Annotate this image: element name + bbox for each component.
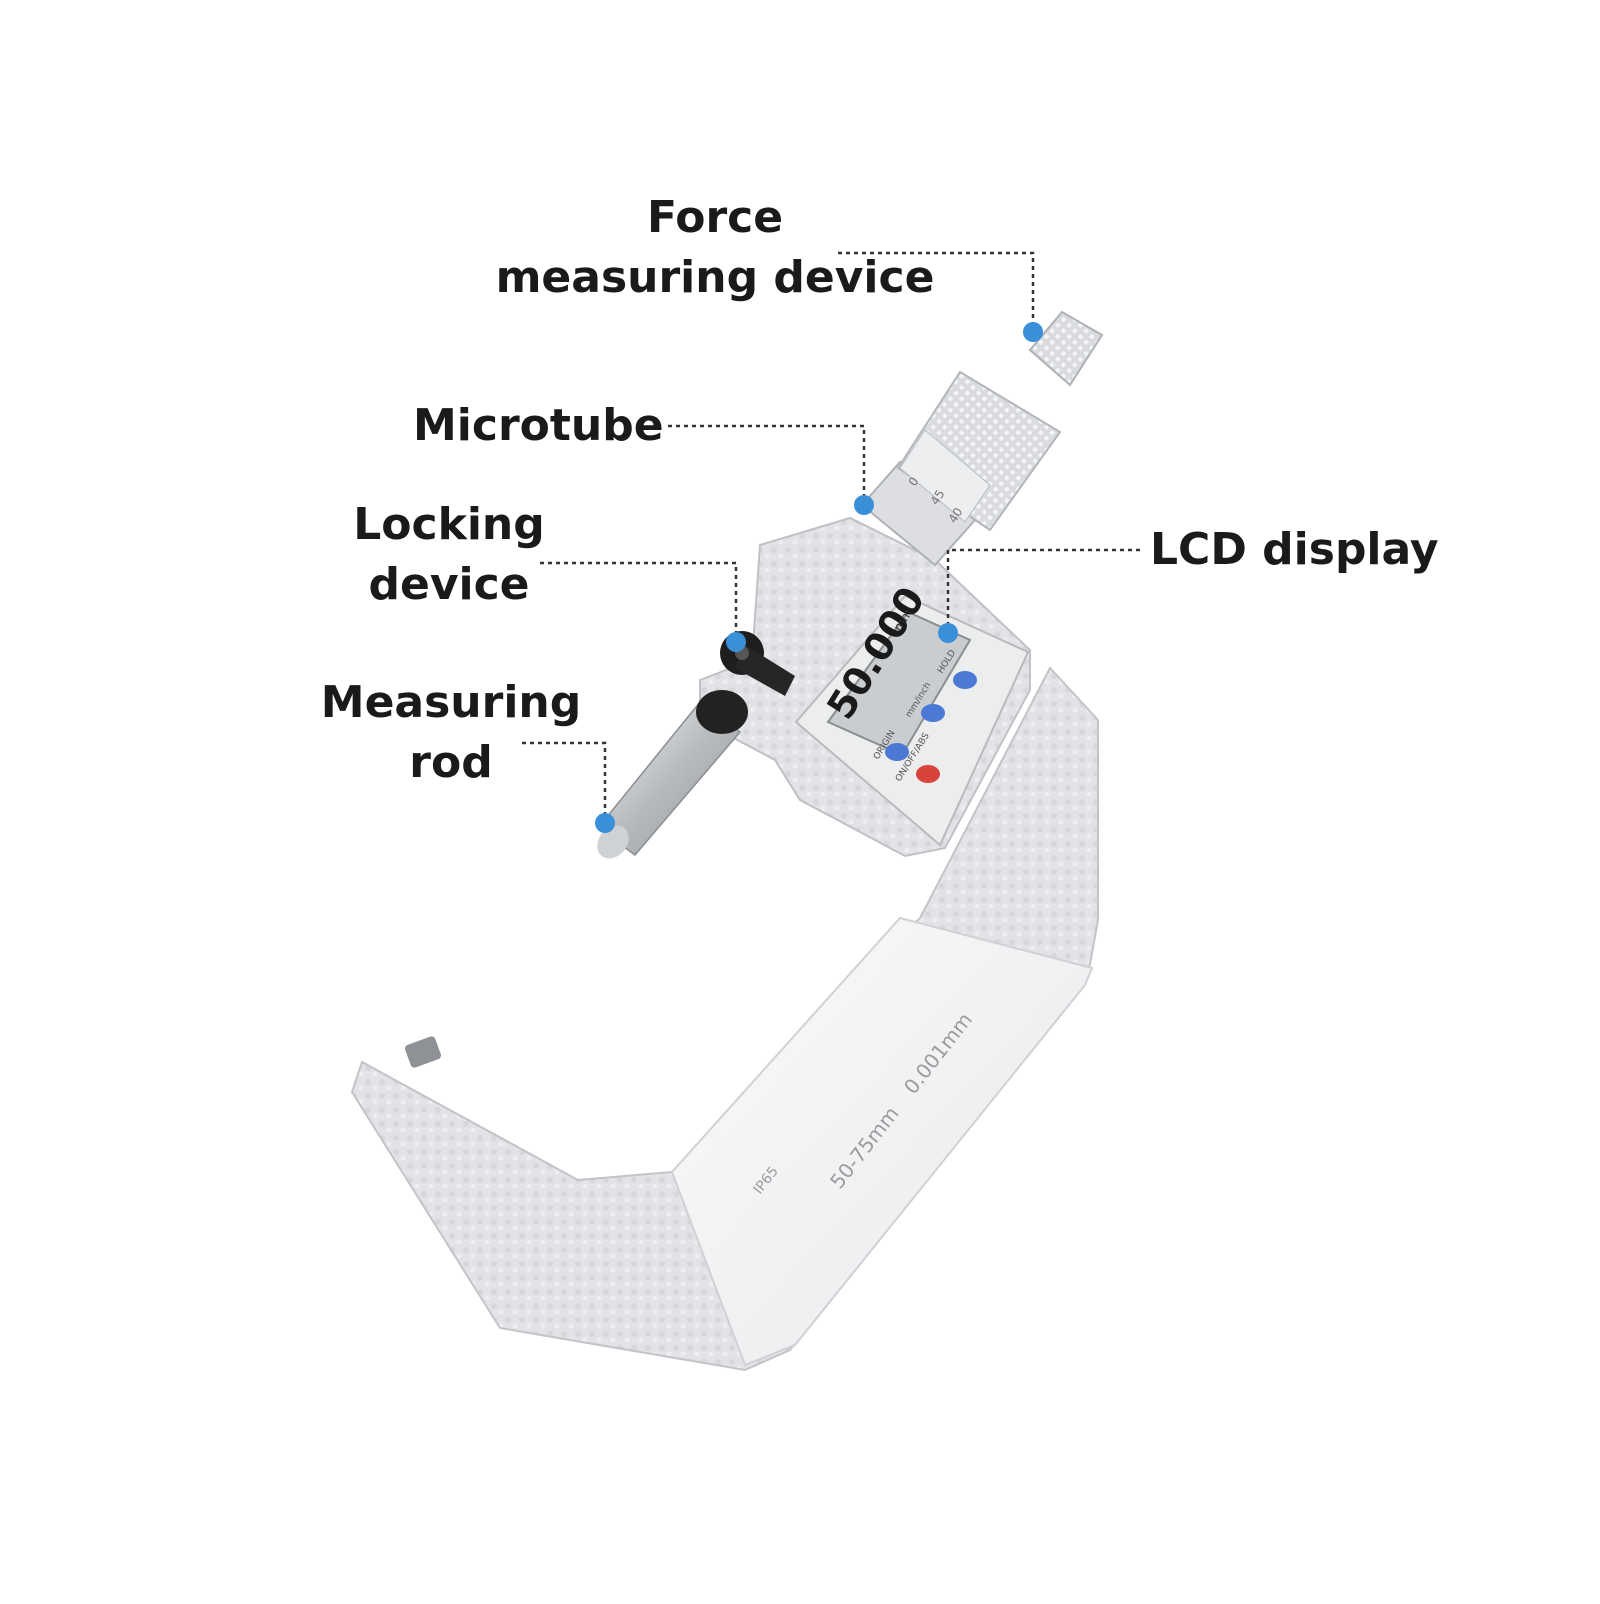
frame-nameplate [670,916,1094,1367]
marker-dots [595,322,1043,833]
leader-force [838,251,1035,332]
label-lcd-display: LCD display [1150,524,1439,575]
power-button[interactable] [916,765,940,783]
microtube: 0 45 40 [860,310,1104,567]
leader-locking [540,561,738,642]
hold-button[interactable] [953,671,977,689]
label-force-measuring-device: Force measuring device [495,192,935,303]
origin-button[interactable] [885,743,909,761]
marker-locking [726,632,746,652]
spindle-collar [696,690,748,734]
mm-inch-button[interactable] [921,704,945,722]
leader-lcd [946,548,1140,633]
leader-microtube [668,424,866,505]
thimble-scale-40: 40 [946,505,966,525]
label-measuring-rod: Measuring rod [320,677,582,788]
thimble-scale-45: 45 [928,487,948,507]
anvil [404,1036,442,1068]
label-microtube: Microtube [413,400,664,451]
marker-lcd [938,623,958,643]
label-locking-device: Locking device [353,499,545,610]
lcd-screen [826,610,972,757]
marker-microtube [854,495,874,515]
marker-measuring-rod [595,813,615,833]
measuring-rod [596,690,748,859]
leader-measuring-rod [522,741,607,823]
c-frame [350,666,1099,1372]
marker-force [1023,322,1043,342]
ratchet-stop[interactable] [1028,310,1104,387]
leader-lines [522,251,1140,823]
